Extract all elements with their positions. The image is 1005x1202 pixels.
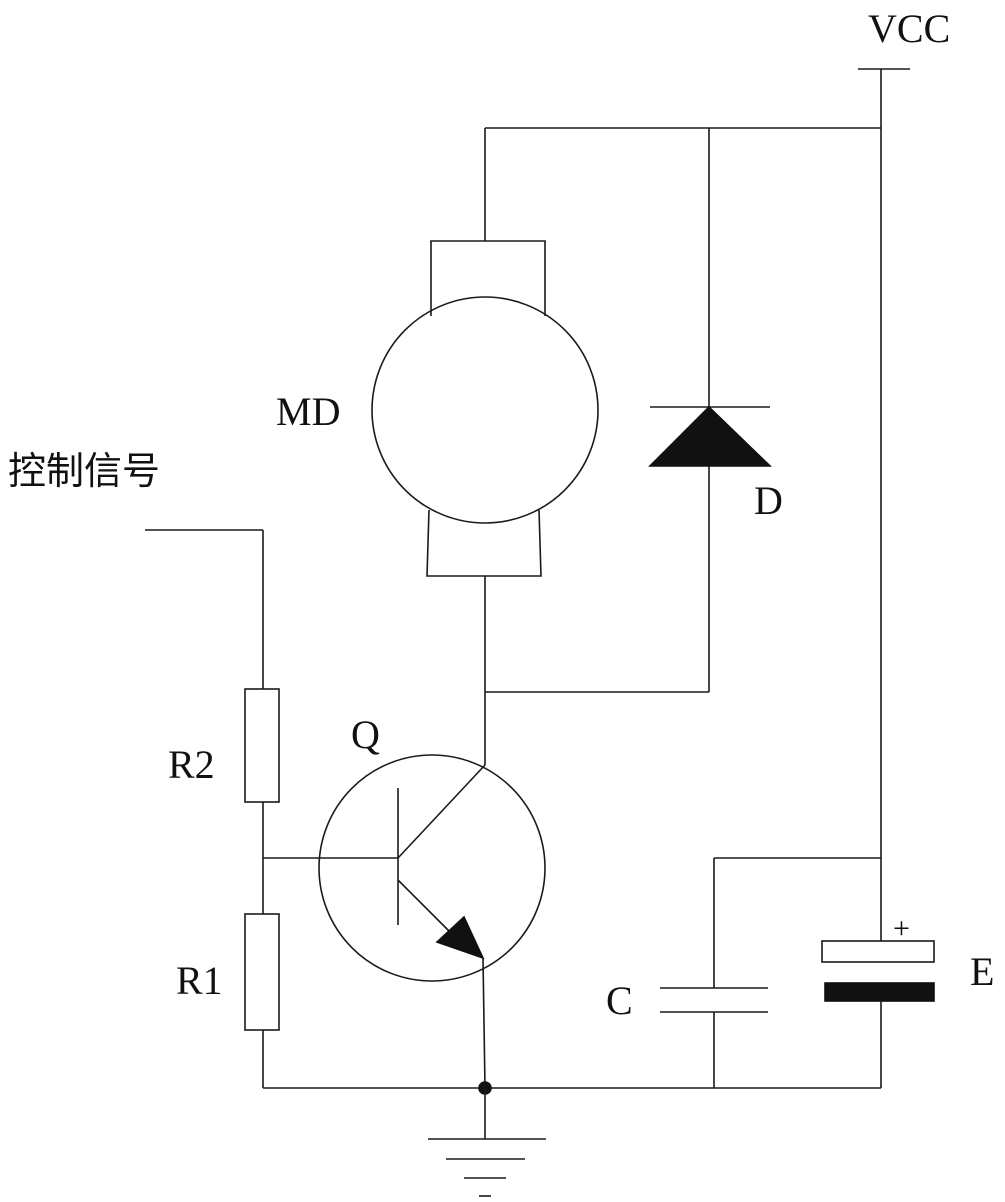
transistor-q: Q [263,692,545,1088]
electrolytic-capacitor-e: + E [822,858,994,1088]
resistor-r2-label: R2 [168,742,215,787]
ground-symbol [428,1088,546,1196]
motor-md: MD [276,241,598,692]
resistor-r1: R1 [176,914,279,1088]
ground-rail [263,1082,881,1094]
resistor-r1-label: R1 [176,958,223,1003]
capacitor-c: C [606,858,881,1088]
plus-sign: + [893,912,910,945]
electrolytic-label: E [970,949,994,994]
control-signal-label: 控制信号 [8,449,160,493]
control-signal-input: 控制信号 [8,449,263,689]
vcc-terminal: VCC [858,6,950,858]
resistor-r2: R2 [168,689,279,914]
transistor-label: Q [351,712,380,757]
capacitor-label: C [606,978,633,1023]
diode-label: D [754,478,783,523]
diode-d: D [485,407,783,692]
vcc-label: VCC [868,6,950,51]
motor-label: MD [276,389,340,434]
